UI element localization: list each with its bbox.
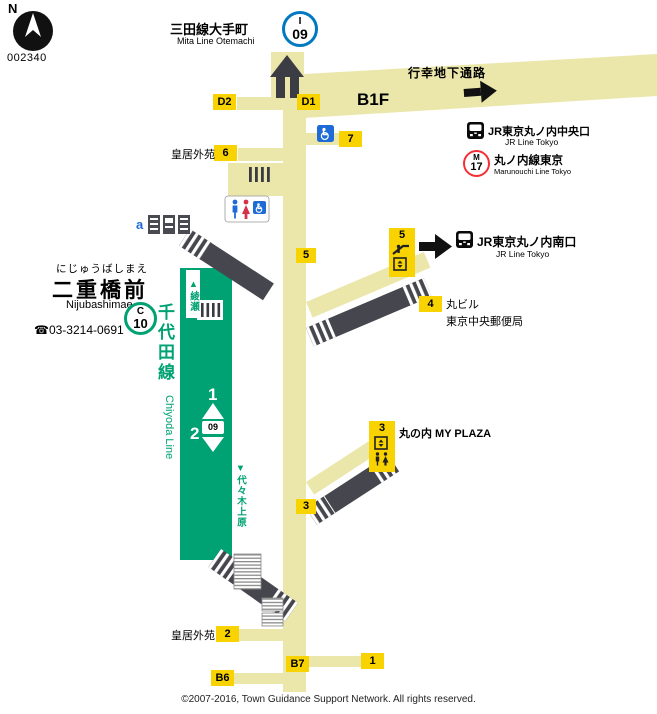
jr-south-exit-label: JR東京丸ノ内南口 <box>477 235 577 249</box>
track-2-number: 2 <box>190 424 200 443</box>
exit-6: 6 <box>214 145 237 161</box>
direction-ayase-label: ▲綾瀬 <box>186 270 200 318</box>
my-plaza-label: 丸の内 MY PLAZA <box>399 428 492 440</box>
restroom-icon <box>224 195 270 223</box>
marunouchi-tokyo-label-en: Marunouchi Line Tokyo <box>494 167 571 176</box>
track1-up-triangle <box>202 403 224 419</box>
exit-3-label: 3 <box>378 422 386 434</box>
chiyoda-badge-number: 10 <box>133 316 148 331</box>
map-id: 002340 <box>7 52 47 64</box>
exit-5-facility-box: 5 <box>389 228 415 277</box>
station-name-kanji: 二重橋前 <box>52 279 148 302</box>
mita-otemachi-label-en: Mita Line Otemachi <box>177 36 255 46</box>
gyoko-passage-label: 行幸地下通路 <box>408 66 487 80</box>
exit-d1: D1 <box>297 94 320 110</box>
stub-exit-1 <box>306 656 363 667</box>
exit-3-marker: 3 <box>296 499 316 514</box>
jr-south-exit-label-en: JR Line Tokyo <box>496 249 550 259</box>
exit-2: 2 <box>216 626 239 642</box>
phone-icon: ☎ <box>34 323 49 337</box>
floor-label: B1F <box>357 90 390 109</box>
exit-7: 7 <box>339 131 362 147</box>
track2-down-triangle <box>202 437 224 452</box>
exit-b6: B6 <box>211 670 234 686</box>
exit-5-label: 5 <box>398 229 406 241</box>
platform-gate-icon <box>197 300 223 320</box>
stub-exit-d2 <box>237 97 283 110</box>
elevator-restroom-icons <box>374 436 389 466</box>
exit5-right-arrow-icon <box>419 234 452 259</box>
chiyoda-line-label-en: Chiyoda Line <box>163 395 175 460</box>
marunouchi-badge-line: M <box>473 153 480 162</box>
station-name-romaji: Nijubashimae <box>66 299 133 311</box>
compass-north-label: N <box>8 1 18 16</box>
stair-hatch-icon <box>233 553 262 590</box>
escalator-hatch-icon <box>261 612 284 627</box>
exit-d2: D2 <box>213 94 236 110</box>
marunouchi-station-badge: M 17 <box>463 150 490 177</box>
wheelchair-icon <box>317 125 334 142</box>
ticket-gate-icon <box>249 167 270 182</box>
chiyoda-line-label: 千代田線 <box>155 303 174 383</box>
compass-icon <box>13 11 53 51</box>
platform-station-number: 09 <box>202 421 224 434</box>
mita-station-badge: I 09 <box>282 11 318 47</box>
passage-right-arrow-icon <box>463 80 497 103</box>
kokyo-gaien-label-bottom: 皇居外苑 <box>171 630 215 642</box>
exit-b7: B7 <box>286 656 309 672</box>
marubiru-label: 丸ビル <box>446 299 479 311</box>
locker-icons <box>148 215 190 234</box>
exit-4: 4 <box>419 296 442 312</box>
post-office-label: 東京中央郵便局 <box>446 316 523 328</box>
exit-3-facility-box: 3 <box>369 421 395 472</box>
stub-exit-b6 <box>234 673 283 684</box>
jr-train-icon <box>456 231 473 248</box>
escalator-hatch-icon <box>261 597 284 612</box>
kokyo-gaien-label-top: 皇居外苑 <box>171 149 215 161</box>
mita-otemachi-label: 三田線大手町 <box>170 22 249 37</box>
station-name-kana: にじゅうばしまえ <box>56 263 148 275</box>
mita-badge-number: 09 <box>292 26 308 42</box>
station-phone: ☎03-3214-0691 <box>34 323 124 337</box>
marunouchi-badge-number: 17 <box>470 161 483 173</box>
jr-central-exit-label-en: JR Line Tokyo <box>505 137 559 147</box>
exit-1: 1 <box>361 653 384 669</box>
track-1-number: 1 <box>208 385 218 404</box>
chiyoda-badge-line: C <box>136 306 145 317</box>
marunouchi-tokyo-label: 丸ノ内線東京 <box>494 155 563 167</box>
locker-area-label: a <box>136 217 144 232</box>
escalator-elevator-icons <box>392 244 409 271</box>
stub-exit-6 <box>238 148 283 161</box>
chiyoda-station-badge: C 10 <box>124 302 157 335</box>
direction-yoyogi-uehara-label: ▼代々木上原 <box>233 450 247 538</box>
stairs-platform-north <box>179 229 274 301</box>
jr-train-icon <box>467 122 484 139</box>
jr-central-exit-label: JR東京丸ノ内中央口 <box>488 126 591 138</box>
copyright-notice: ©2007-2016, Town Guidance Support Networ… <box>181 694 476 705</box>
stub-exit-2 <box>238 629 283 641</box>
up-arrow-icon <box>270 55 304 98</box>
exit-5-marker: 5 <box>296 248 316 263</box>
mita-badge-line: I <box>298 16 302 27</box>
